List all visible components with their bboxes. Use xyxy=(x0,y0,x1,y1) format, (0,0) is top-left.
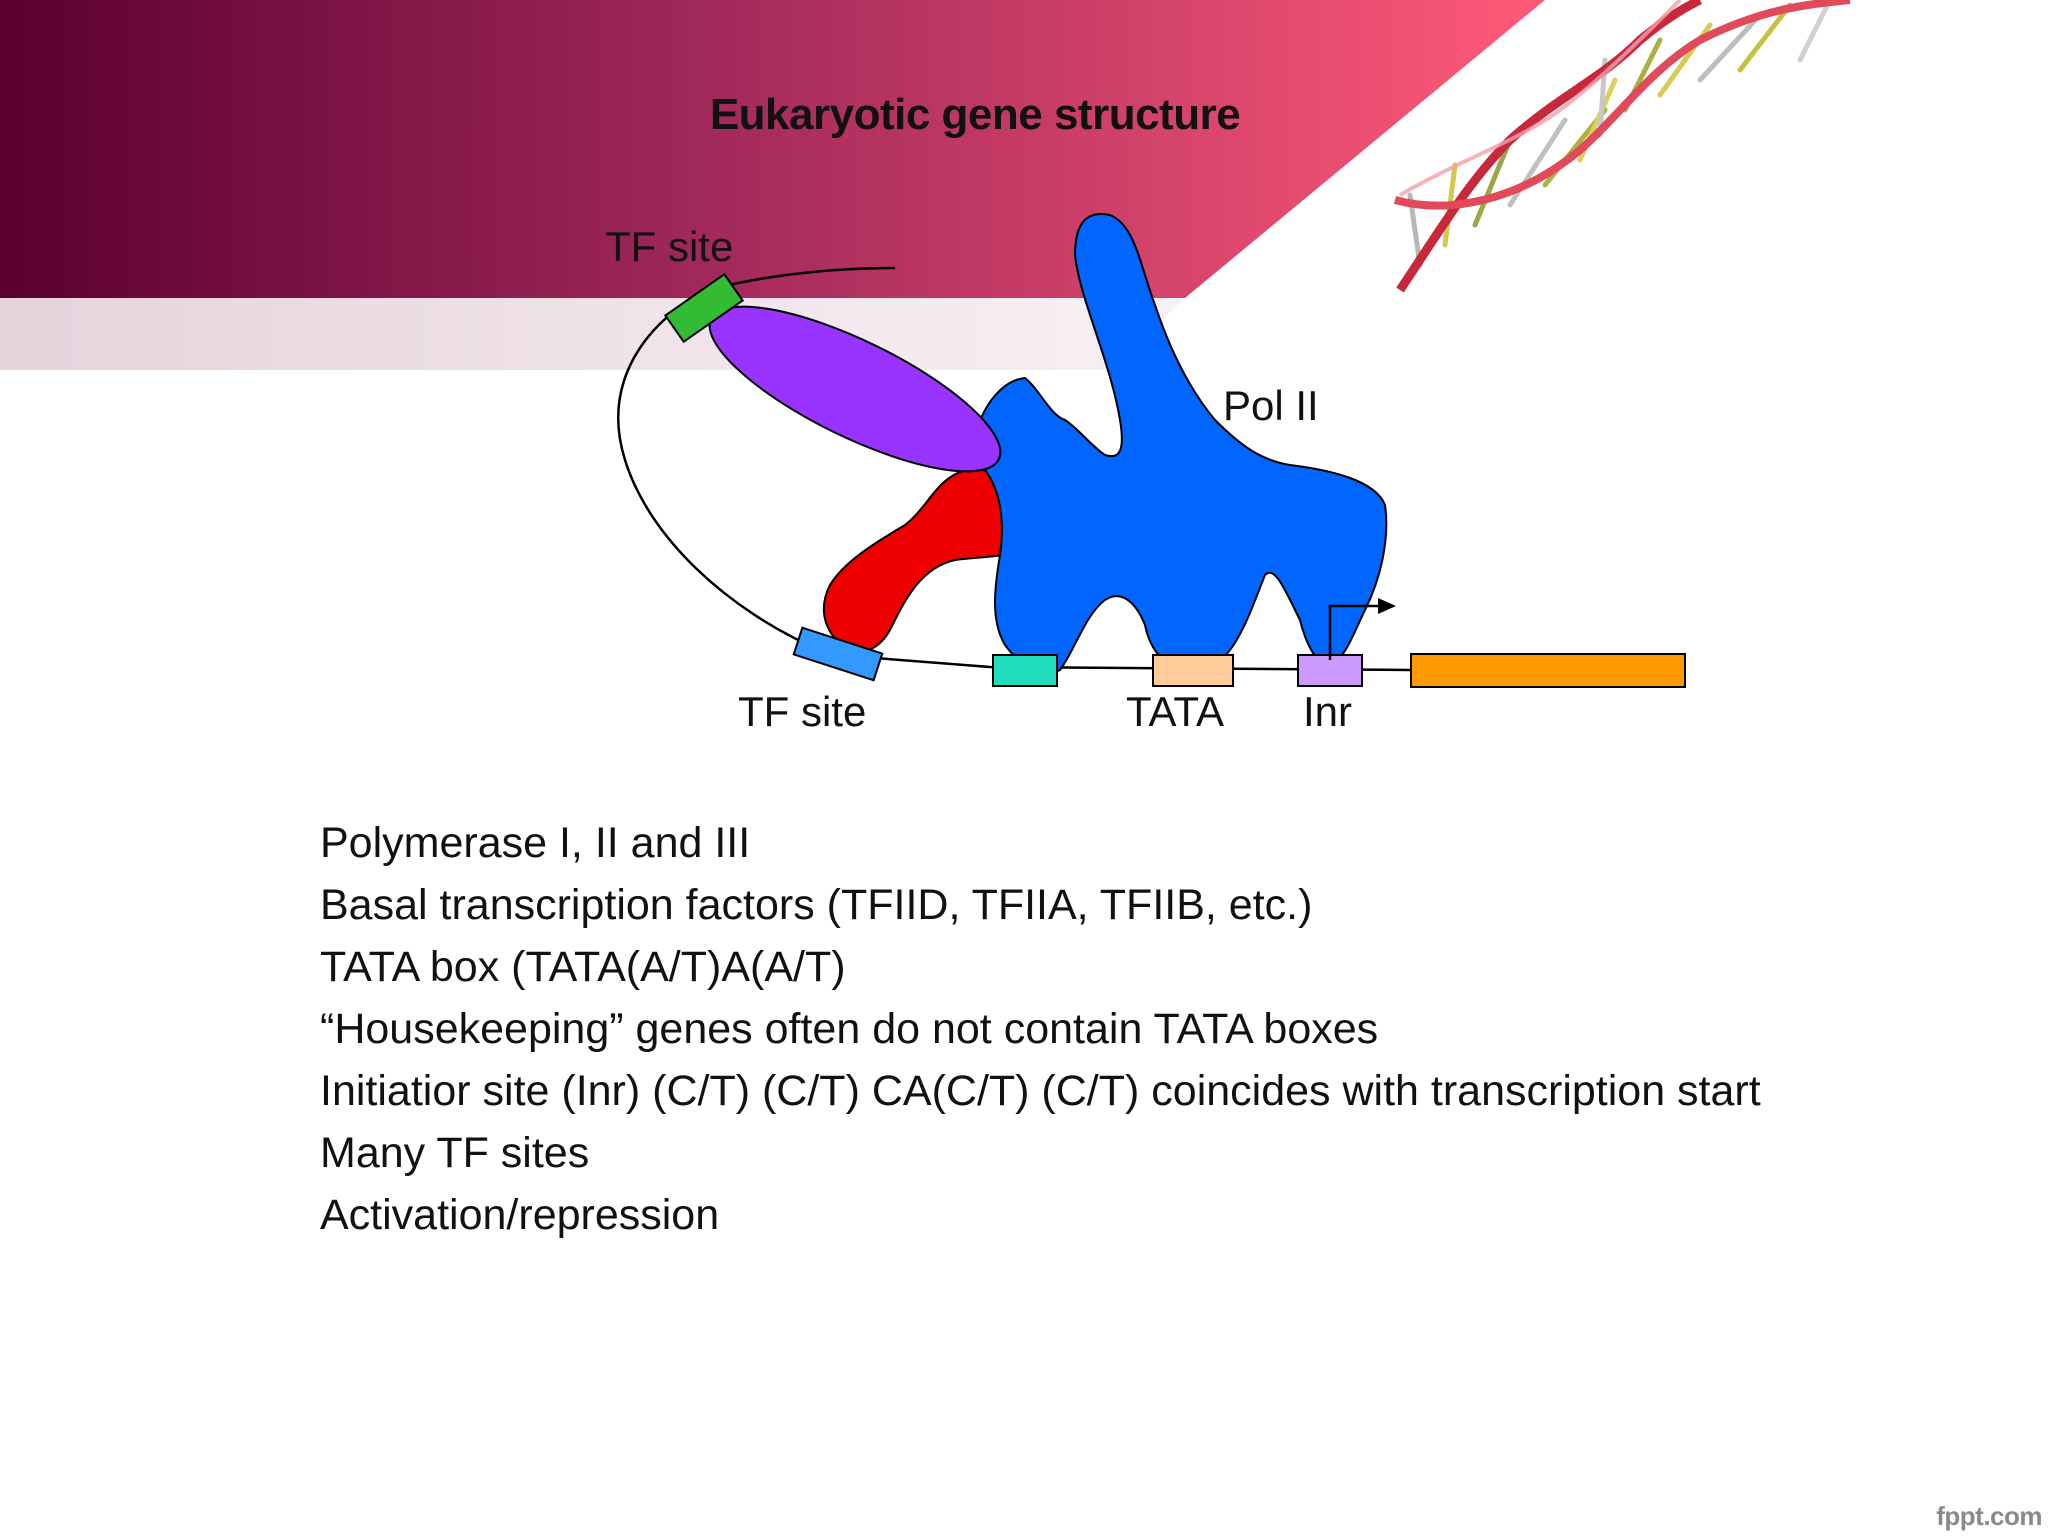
coding-region xyxy=(1410,653,1686,688)
bullet-item: “Housekeeping” genes often do not contai… xyxy=(320,1005,1379,1053)
arrowhead-icon xyxy=(1378,598,1396,614)
dna-strand xyxy=(617,266,896,650)
bullet-item: Polymerase I, II and III xyxy=(320,819,751,867)
bullet-item: TATA box (TATA(A/T)A(A/T) xyxy=(320,943,846,991)
dna-strand-lower xyxy=(874,656,1411,672)
bullet-item: Basal transcription factors (TFIID, TFII… xyxy=(320,881,1313,929)
tf-site-green xyxy=(663,272,745,344)
tata-label: TATA xyxy=(1126,688,1224,735)
bullet-item: Many TF sites xyxy=(320,1129,590,1177)
pol2-polymerase xyxy=(973,213,1388,675)
transcription-start-arrow xyxy=(1328,604,1378,660)
tata-box xyxy=(1152,654,1234,687)
inr-label: Inr xyxy=(1303,688,1353,735)
pol2-label: Pol II xyxy=(1223,382,1319,429)
tf-site-bottom-label: TF site xyxy=(738,688,867,735)
tf-site-blue xyxy=(792,626,884,682)
promoter-element-teal xyxy=(992,654,1058,687)
bullet-list: Polymerase I, II and III Basal transcrip… xyxy=(320,812,1840,1246)
purple-activator xyxy=(708,305,1002,473)
bullet-item: Activation/repression xyxy=(320,1191,720,1239)
slide-title: Eukaryotic gene structure xyxy=(709,90,1241,139)
tf-site-top-label: TF site xyxy=(605,223,734,270)
watermark: fppt.com xyxy=(1936,1501,2042,1531)
bullet-item: Initiatior site (Inr) (C/T) (C/T) CA(C/T… xyxy=(320,1067,1761,1115)
